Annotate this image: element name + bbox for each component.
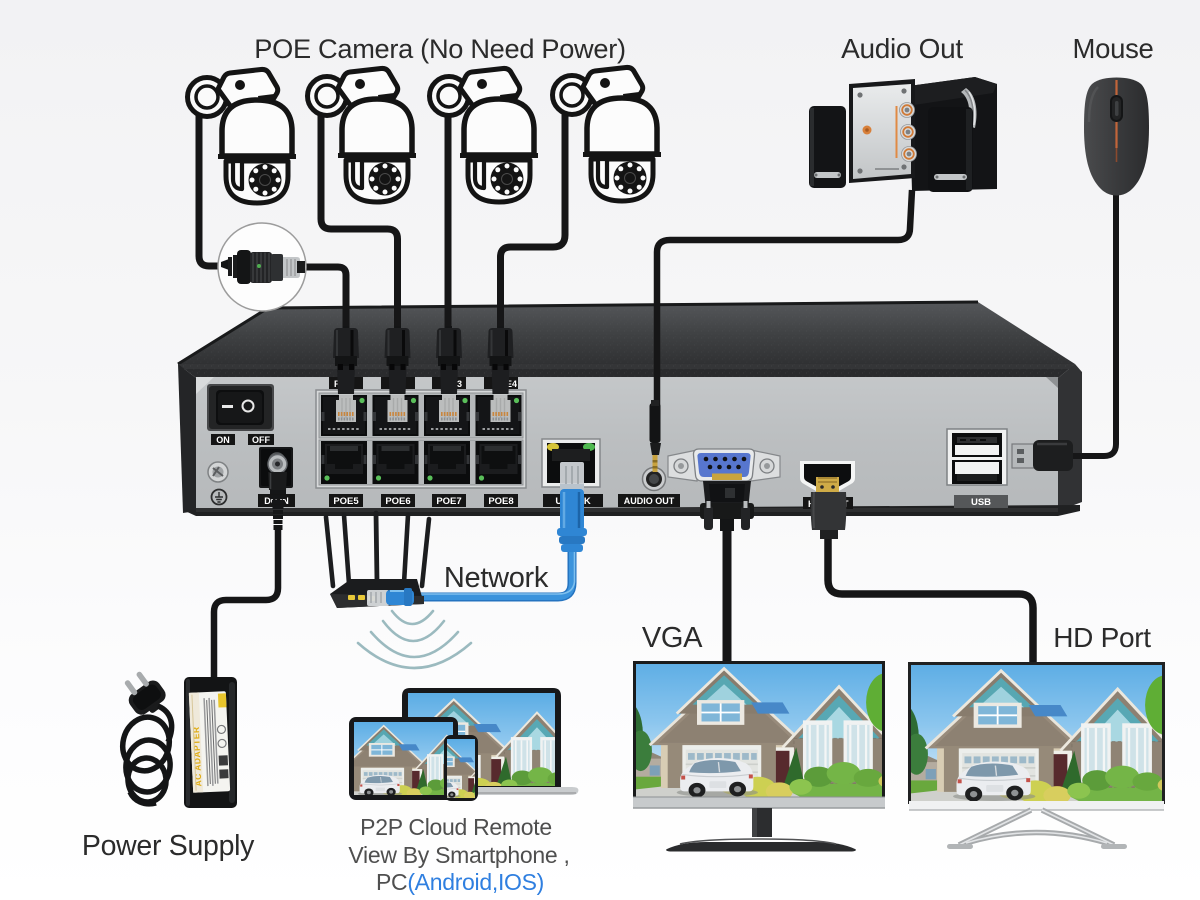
svg-text:E4: E4 bbox=[506, 379, 517, 389]
svg-text:VGA: VGA bbox=[642, 622, 703, 654]
svg-text:USB: USB bbox=[971, 497, 991, 508]
svg-text:POE7: POE7 bbox=[436, 496, 461, 507]
svg-text:HD Port: HD Port bbox=[1053, 622, 1151, 653]
svg-text:Network: Network bbox=[444, 562, 549, 594]
svg-text:POE Camera (No Need Power): POE Camera (No Need Power) bbox=[254, 33, 625, 64]
svg-text:3: 3 bbox=[457, 379, 462, 389]
svg-text:P: P bbox=[334, 379, 340, 389]
svg-text:POE6: POE6 bbox=[385, 496, 410, 507]
svg-text:POE5: POE5 bbox=[333, 496, 359, 507]
svg-text:View By Smartphone ,: View By Smartphone , bbox=[348, 842, 569, 868]
svg-text:Mouse: Mouse bbox=[1072, 33, 1153, 64]
svg-text:AUDIO OUT: AUDIO OUT bbox=[624, 496, 675, 506]
svg-text:PC(Android,IOS): PC(Android,IOS) bbox=[376, 869, 544, 895]
svg-text:OFF: OFF bbox=[252, 435, 270, 445]
svg-text:P2P Cloud Remote: P2P Cloud Remote bbox=[360, 814, 552, 840]
svg-text:Power Supply: Power Supply bbox=[82, 830, 255, 862]
svg-text:ON: ON bbox=[216, 435, 230, 445]
svg-text:Audio Out: Audio Out bbox=[841, 33, 963, 64]
svg-text:POE8: POE8 bbox=[488, 496, 513, 507]
